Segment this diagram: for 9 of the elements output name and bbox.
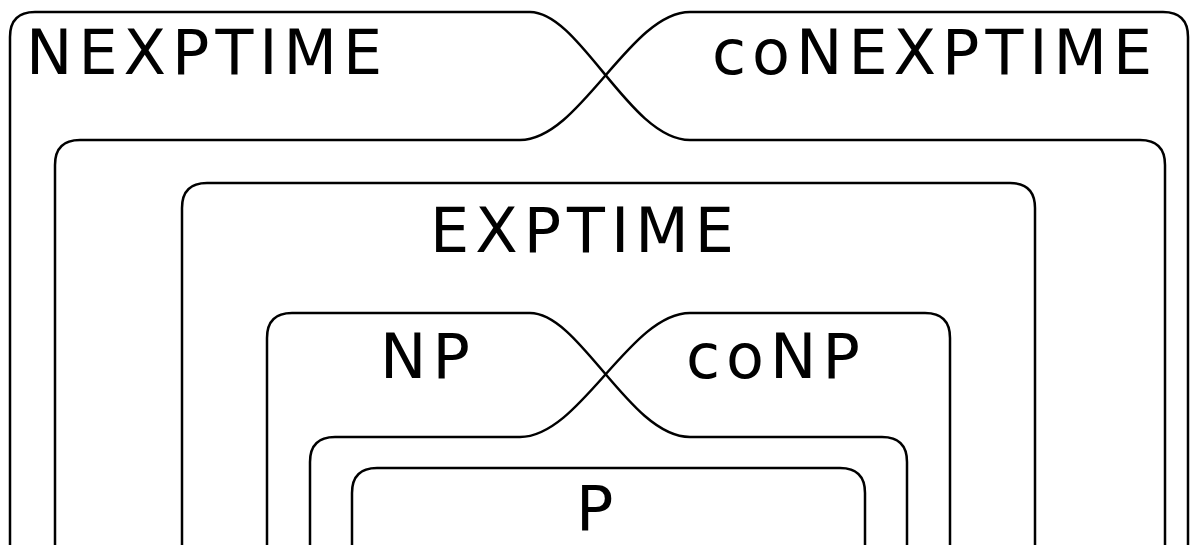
class-name: coNP	[686, 326, 866, 388]
set-outline	[8, 10, 692, 142]
class-name: P	[576, 478, 620, 540]
class-name: EXPTIME	[430, 200, 740, 262]
set-outline	[518, 10, 1190, 142]
class-name: coNEXPTIME	[712, 22, 1159, 84]
class-name: NP	[380, 326, 476, 388]
set-outline	[180, 181, 1037, 545]
class-name: NEXPTIME	[26, 22, 389, 84]
